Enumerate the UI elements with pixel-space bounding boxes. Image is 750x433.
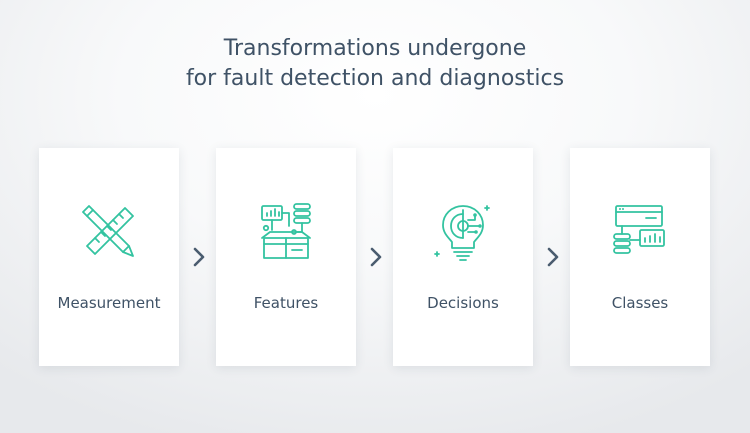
step-card-classes: Classes	[570, 148, 710, 366]
chevron-right-icon	[547, 247, 559, 267]
chevron-right-icon	[370, 247, 382, 267]
lightbulb-circuit-icon	[434, 205, 490, 261]
step-label: Measurement	[57, 294, 161, 312]
diagram-title: Transformations undergone for fault dete…	[0, 34, 750, 94]
chevron-right-icon	[193, 247, 205, 267]
step-label: Features	[253, 294, 319, 312]
step-card-measurement: Measurement	[39, 148, 179, 366]
step-label: Decisions	[427, 294, 499, 312]
step-card-features: Features	[216, 148, 356, 366]
title-line-1: Transformations undergone	[223, 36, 527, 61]
chart-box-icon	[261, 203, 311, 259]
step-card-decisions: Decisions	[393, 148, 533, 366]
ruler-pencil-icon	[82, 205, 134, 257]
title-line-2: for fault detection and diagnostics	[185, 66, 565, 91]
dashboard-chart-icon	[613, 205, 665, 254]
step-label: Classes	[611, 294, 669, 312]
